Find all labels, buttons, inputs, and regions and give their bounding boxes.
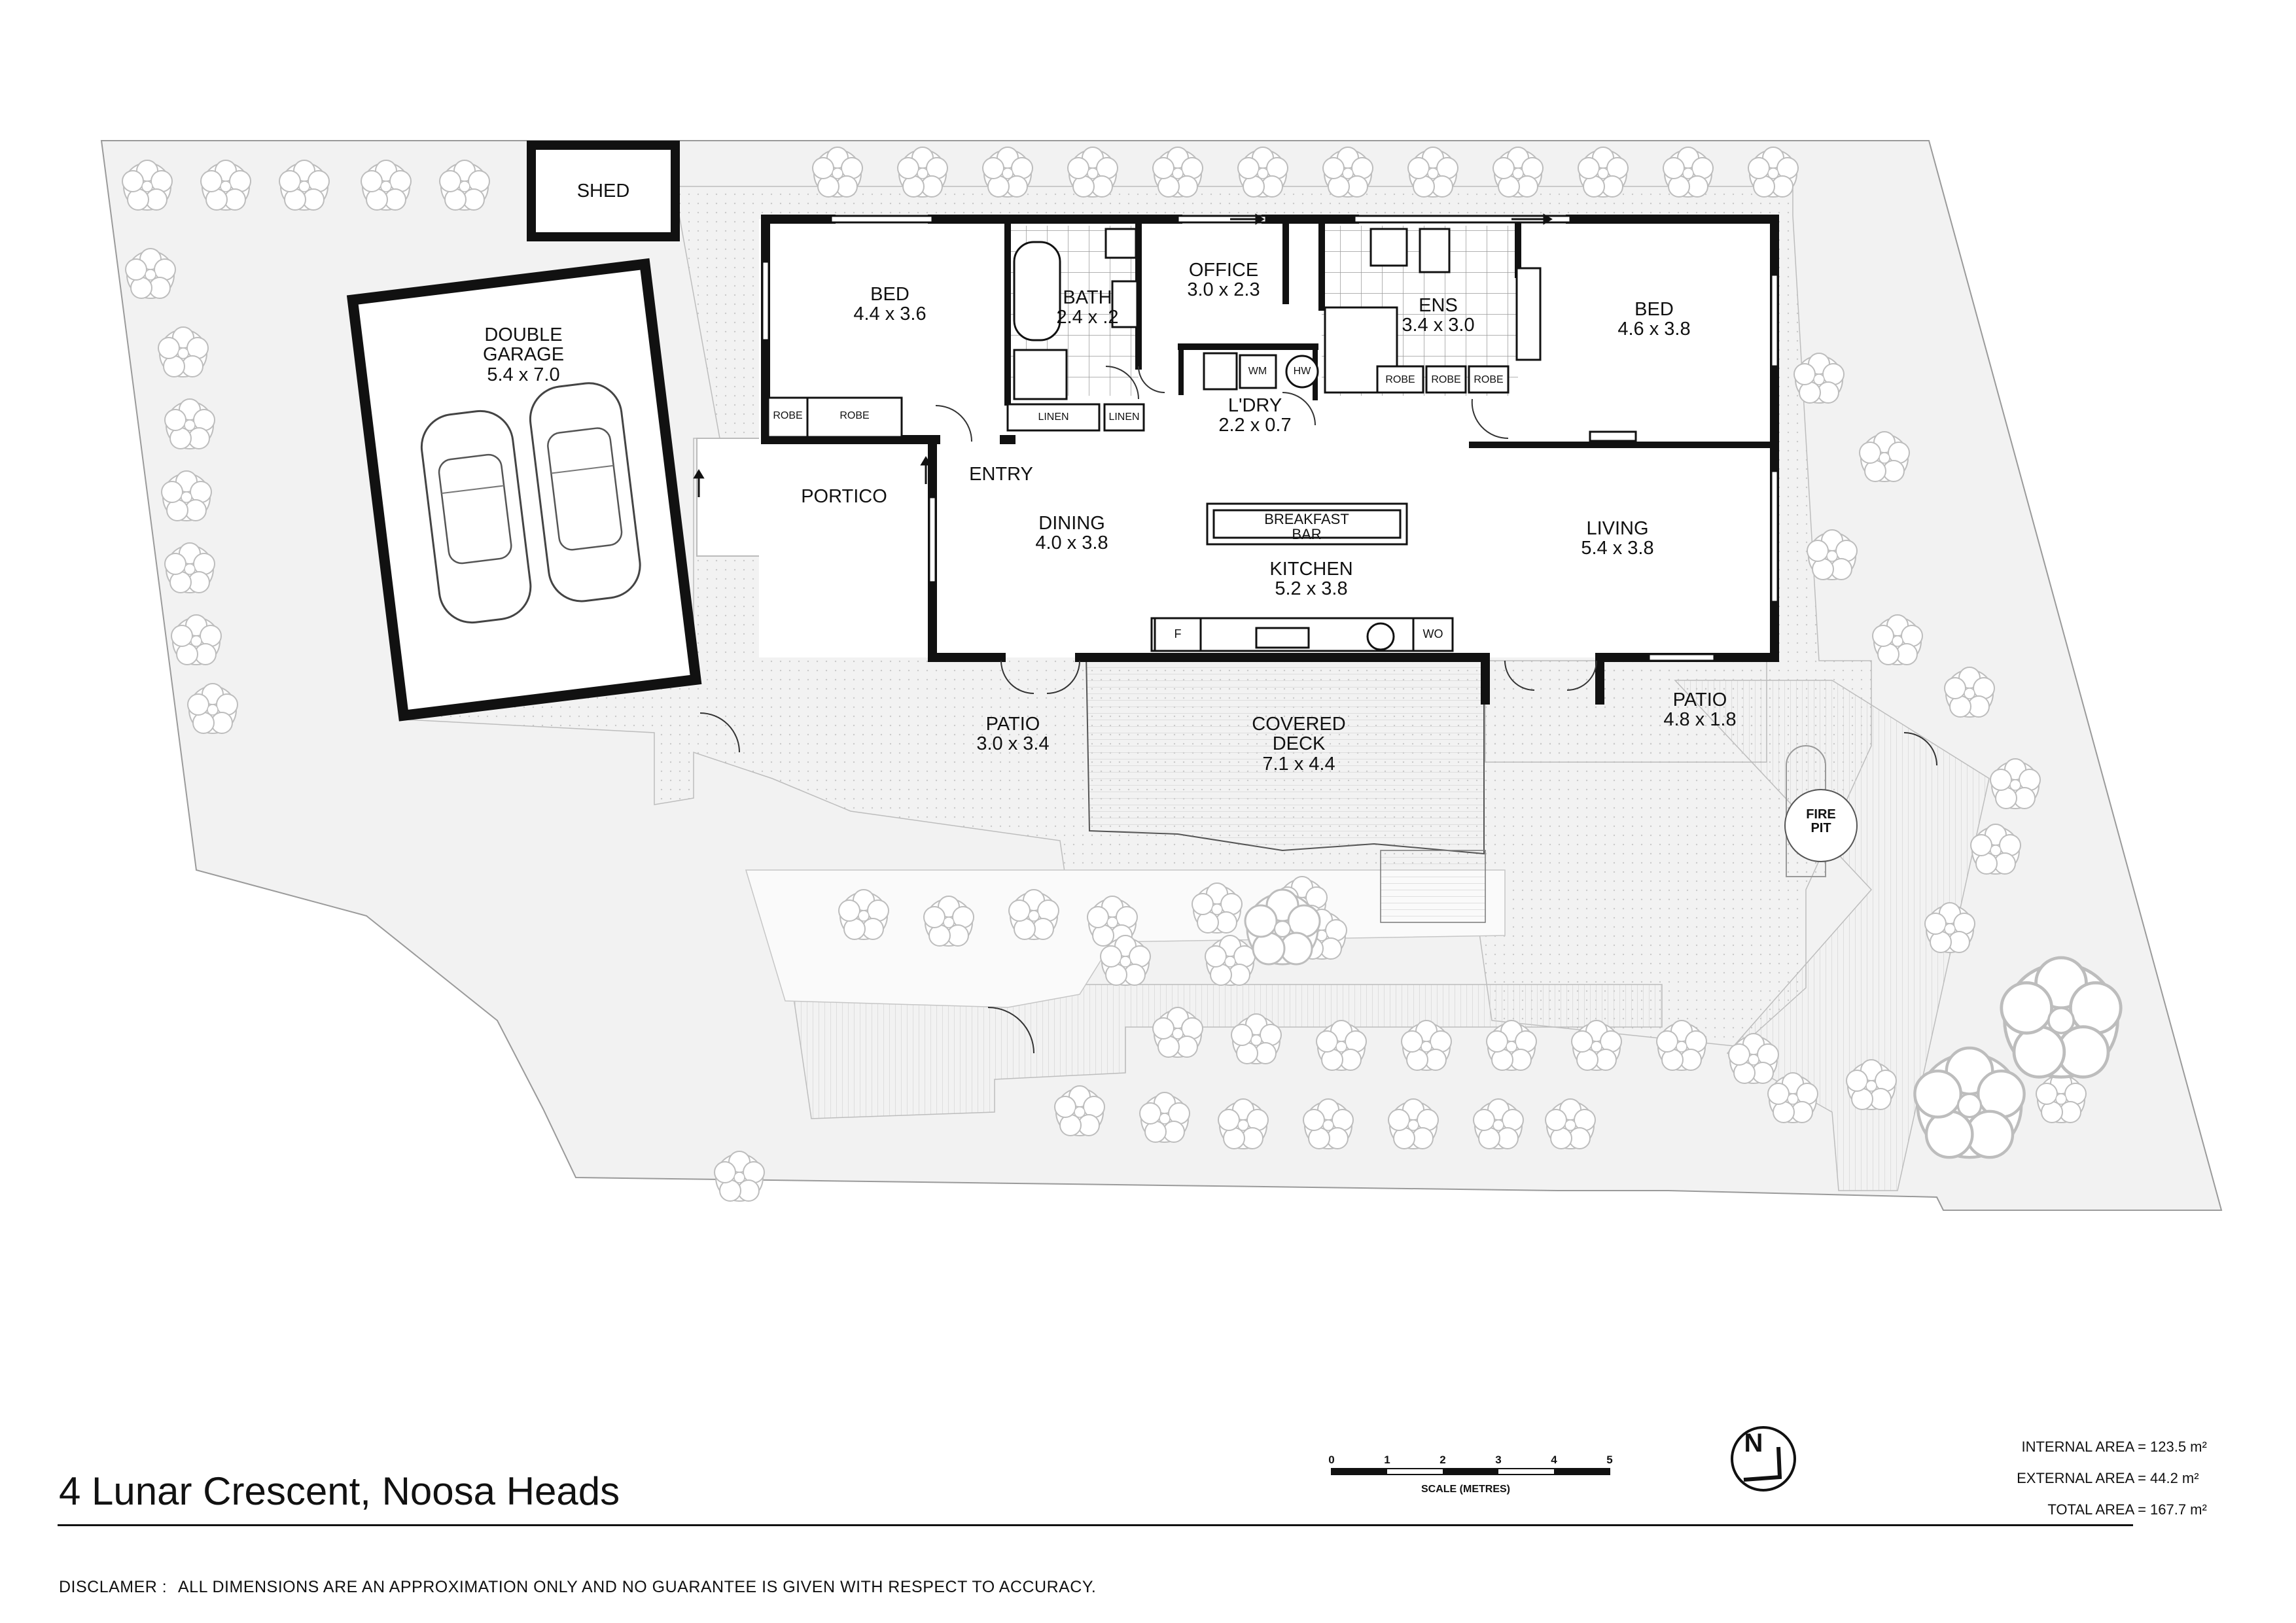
scale-tick-0: 0 [1328, 1454, 1335, 1466]
area-row-total: TOTAL AREA = 167.7 m² [1878, 1494, 2255, 1526]
scale-label: SCALE (METRES) [1421, 1484, 1510, 1495]
wm-label: WM [1248, 366, 1267, 377]
scale-tick-4: 4 [1551, 1454, 1557, 1466]
shed-label: SHED [576, 181, 630, 201]
interior-fixtures [767, 228, 1637, 652]
linen-label-2: LINEN [1108, 411, 1140, 423]
robe-label-2: ROBE [839, 410, 870, 421]
footer-divider [58, 1524, 2133, 1526]
area-value: 123.5 m² [2150, 1439, 2207, 1455]
scale-bar [1331, 1468, 1610, 1475]
patio2-slab [1485, 660, 1767, 763]
door-swings [699, 366, 1937, 1054]
disclaimer-text: ALL DIMENSIONS ARE AN APPROXIMATION ONLY… [178, 1578, 1097, 1596]
hw-label: HW [1293, 366, 1311, 377]
shed-walls [527, 141, 680, 241]
scale-tick-3: 3 [1495, 1454, 1502, 1466]
area-label: INTERNAL AREA = [2021, 1439, 2146, 1455]
windows [761, 215, 1779, 662]
north-arrow-icon [1731, 1426, 1796, 1492]
disclaimer-label: DISCLAMER : [59, 1578, 168, 1596]
robe-label-1: ROBE [773, 410, 803, 421]
fridge-label: F [1174, 627, 1182, 640]
wall-oven-label: WO [1422, 627, 1443, 640]
property-address-title: 4 Lunar Crescent, Noosa Heads [59, 1469, 620, 1513]
firepit-ring [1784, 789, 1858, 862]
area-row-external: EXTERNAL AREA = 44.2 m² [1878, 1463, 2255, 1494]
area-value: 44.2 m² [2150, 1470, 2199, 1486]
door-arrows [693, 213, 1553, 497]
scale-tick-1: 1 [1384, 1454, 1390, 1466]
disclaimer: DISCLAMER : ALL DIMENSIONS ARE AN APPROXI… [59, 1578, 1096, 1597]
north-label: N [1744, 1429, 1763, 1457]
portico-label: PORTICO [801, 486, 887, 507]
deck-steps [1380, 850, 1486, 923]
robe-label-4: ROBE [1431, 374, 1461, 385]
garage [346, 258, 702, 722]
robe-label-3: ROBE [1385, 374, 1415, 385]
area-summary: INTERNAL AREA = 123.5 m² EXTERNAL AREA =… [1878, 1431, 2255, 1526]
scale-tick-5: 5 [1606, 1454, 1613, 1466]
robe-label-5: ROBE [1474, 374, 1504, 385]
scale-tick-2: 2 [1439, 1454, 1446, 1466]
area-label: EXTERNAL AREA = [2017, 1470, 2146, 1486]
entry-label: ENTRY [969, 464, 1033, 485]
linen-label-1: LINEN [1038, 411, 1069, 423]
area-label: TOTAL AREA = [2047, 1501, 2146, 1518]
area-row-internal: INTERNAL AREA = 123.5 m² [1878, 1431, 2255, 1463]
lower-boardwalk [791, 984, 1663, 1119]
area-value: 167.7 m² [2150, 1501, 2207, 1518]
